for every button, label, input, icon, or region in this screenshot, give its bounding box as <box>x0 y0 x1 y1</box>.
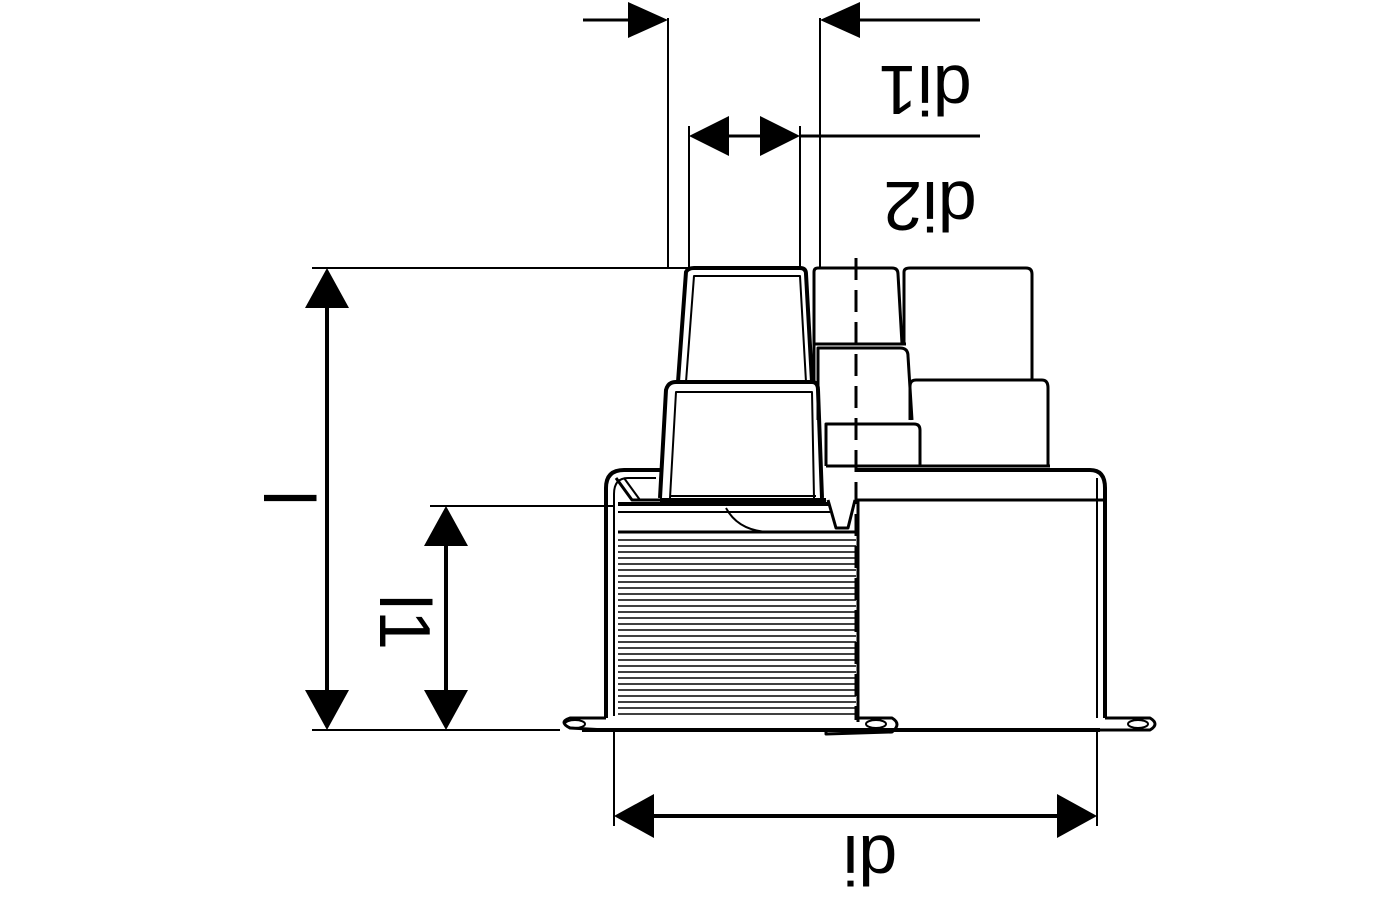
label-di: di <box>843 821 897 899</box>
step-left-mid-inner <box>669 391 815 499</box>
body-outline-left <box>604 468 660 718</box>
flange-tab-left-hole <box>564 719 586 729</box>
di1-arrow-left <box>628 2 668 38</box>
fitting-body <box>604 468 1107 718</box>
label-di2: di2 <box>883 167 976 245</box>
body-inner-left <box>613 477 656 716</box>
flange <box>562 716 1157 736</box>
di-arrow-right <box>1057 794 1097 838</box>
label-di1: di1 <box>878 51 971 129</box>
flange-tab-right-hole <box>1127 719 1149 729</box>
label-l1: l1 <box>364 594 444 650</box>
body-notch-left-2 <box>623 477 641 501</box>
di2-arrow-left <box>689 116 729 156</box>
dimension-di <box>613 730 1098 838</box>
step-right-1 <box>812 266 904 382</box>
step-left-top-inner <box>685 275 807 383</box>
flange-tab-right <box>1100 716 1157 732</box>
step-right-3 <box>824 422 922 466</box>
l1-arrow-top <box>424 506 468 546</box>
step-right-2 <box>816 346 914 421</box>
label-l: l <box>248 490 328 506</box>
body-outline-right <box>855 468 1107 718</box>
di-arrow-left <box>614 794 654 838</box>
di2-arrow-right <box>760 116 800 156</box>
dimension-di1 <box>583 2 980 268</box>
l-arrow-bottom <box>305 690 349 730</box>
section-hatching <box>618 539 856 715</box>
dimension-di2 <box>688 116 980 268</box>
step-left-mid <box>658 380 824 499</box>
flange-tab-center <box>824 716 899 736</box>
dimension-l1 <box>424 505 615 730</box>
step-right-2b <box>908 378 1050 466</box>
l1-arrow-bottom <box>424 690 468 730</box>
l-arrow-top <box>305 268 349 308</box>
flange-tab-center-hole <box>865 719 887 729</box>
reducer-steps <box>658 266 1050 502</box>
step-right-1b <box>902 266 1034 380</box>
step-left-top <box>676 266 814 383</box>
body-notch-center <box>826 499 857 530</box>
di1-arrow-right <box>820 2 860 38</box>
dimension-l <box>305 267 700 731</box>
body-notch-left <box>614 477 660 502</box>
